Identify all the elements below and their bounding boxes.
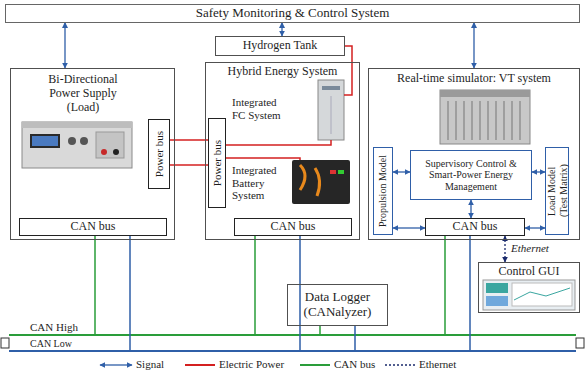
legend-text: Signal	[136, 358, 164, 371]
gui-box: Control GUI	[478, 262, 580, 313]
bus-box: CAN bus	[234, 218, 352, 236]
legend-text: Ethernet	[419, 358, 456, 371]
power-supply-picture	[22, 122, 132, 168]
node-title: Propulsion Model	[377, 155, 389, 227]
bus-box: Power bus	[208, 118, 226, 208]
signal-arrow	[393, 227, 425, 228]
signal-arrow	[473, 23, 474, 69]
power-line	[170, 164, 208, 166]
node-text: Integrated FC System	[232, 96, 292, 121]
node-text: Integrated Battery System	[232, 164, 296, 202]
legend-text: Electric Power	[219, 358, 284, 371]
node-title: Data Logger (CANalyzer)	[288, 290, 387, 320]
edge-label: Ethernet	[511, 242, 549, 255]
system-box: Real-time simulator: VT systemPropulsion…	[368, 68, 580, 240]
node-title: CAN bus	[268, 220, 317, 234]
battery-picture	[292, 160, 350, 204]
can-bus-lines	[1, 236, 584, 351]
signal-arrow	[281, 23, 282, 37]
control-box: Supervisory Control & Smart-Power Energy…	[410, 150, 532, 200]
logger-box: Data Logger (CANalyzer)	[287, 284, 388, 326]
system-box: Hybrid Energy SystemIntegrated FC System…	[205, 62, 360, 240]
signal-arrow	[64, 23, 65, 69]
node-title: Safety Monitoring & Control System	[194, 6, 392, 21]
gui-screenshot	[483, 280, 575, 310]
node-title: Load Model (Test Matrix)	[546, 160, 569, 222]
legend-text: CAN bus	[334, 358, 375, 371]
node-title: Power bus	[211, 140, 224, 186]
node-title: CAN bus	[450, 220, 499, 234]
bus-label: CAN High	[30, 321, 78, 334]
signal-arrow	[532, 171, 545, 172]
node-title: Power bus	[153, 131, 166, 177]
signal-arrow	[470, 200, 471, 218]
node-title: Hydrogen Tank	[241, 39, 320, 53]
bus-box: Power bus	[148, 119, 170, 189]
internal-power-wire	[226, 140, 331, 160]
bus-label: CAN Low	[30, 338, 72, 350]
node-title: Real-time simulator: VT system	[369, 72, 579, 86]
node-title: Supervisory Control & Smart-Power Energy…	[411, 158, 531, 193]
signal-arrow	[525, 227, 545, 228]
simulator-picture	[440, 90, 530, 144]
bus-box: CAN bus	[425, 218, 525, 236]
power-line	[170, 139, 208, 141]
node-title: Hybrid Energy System	[206, 65, 359, 79]
tank-box: Hydrogen Tank	[215, 36, 345, 56]
device-box: Bi-Directional Power Supply (Load) Power …	[10, 68, 175, 240]
model-box: Propulsion Model	[373, 147, 393, 235]
node-title: CAN bus	[68, 220, 117, 234]
node-title: Bi-Directional Power Supply (Load)	[33, 73, 133, 114]
signal-arrow	[393, 171, 410, 172]
model-box: Load Model (Test Matrix)	[545, 147, 569, 235]
power-line	[345, 46, 352, 62]
bus-box: CAN bus	[19, 218, 167, 236]
system-bar: Safety Monitoring & Control System	[5, 4, 580, 23]
node-title: Control GUI	[479, 265, 579, 279]
